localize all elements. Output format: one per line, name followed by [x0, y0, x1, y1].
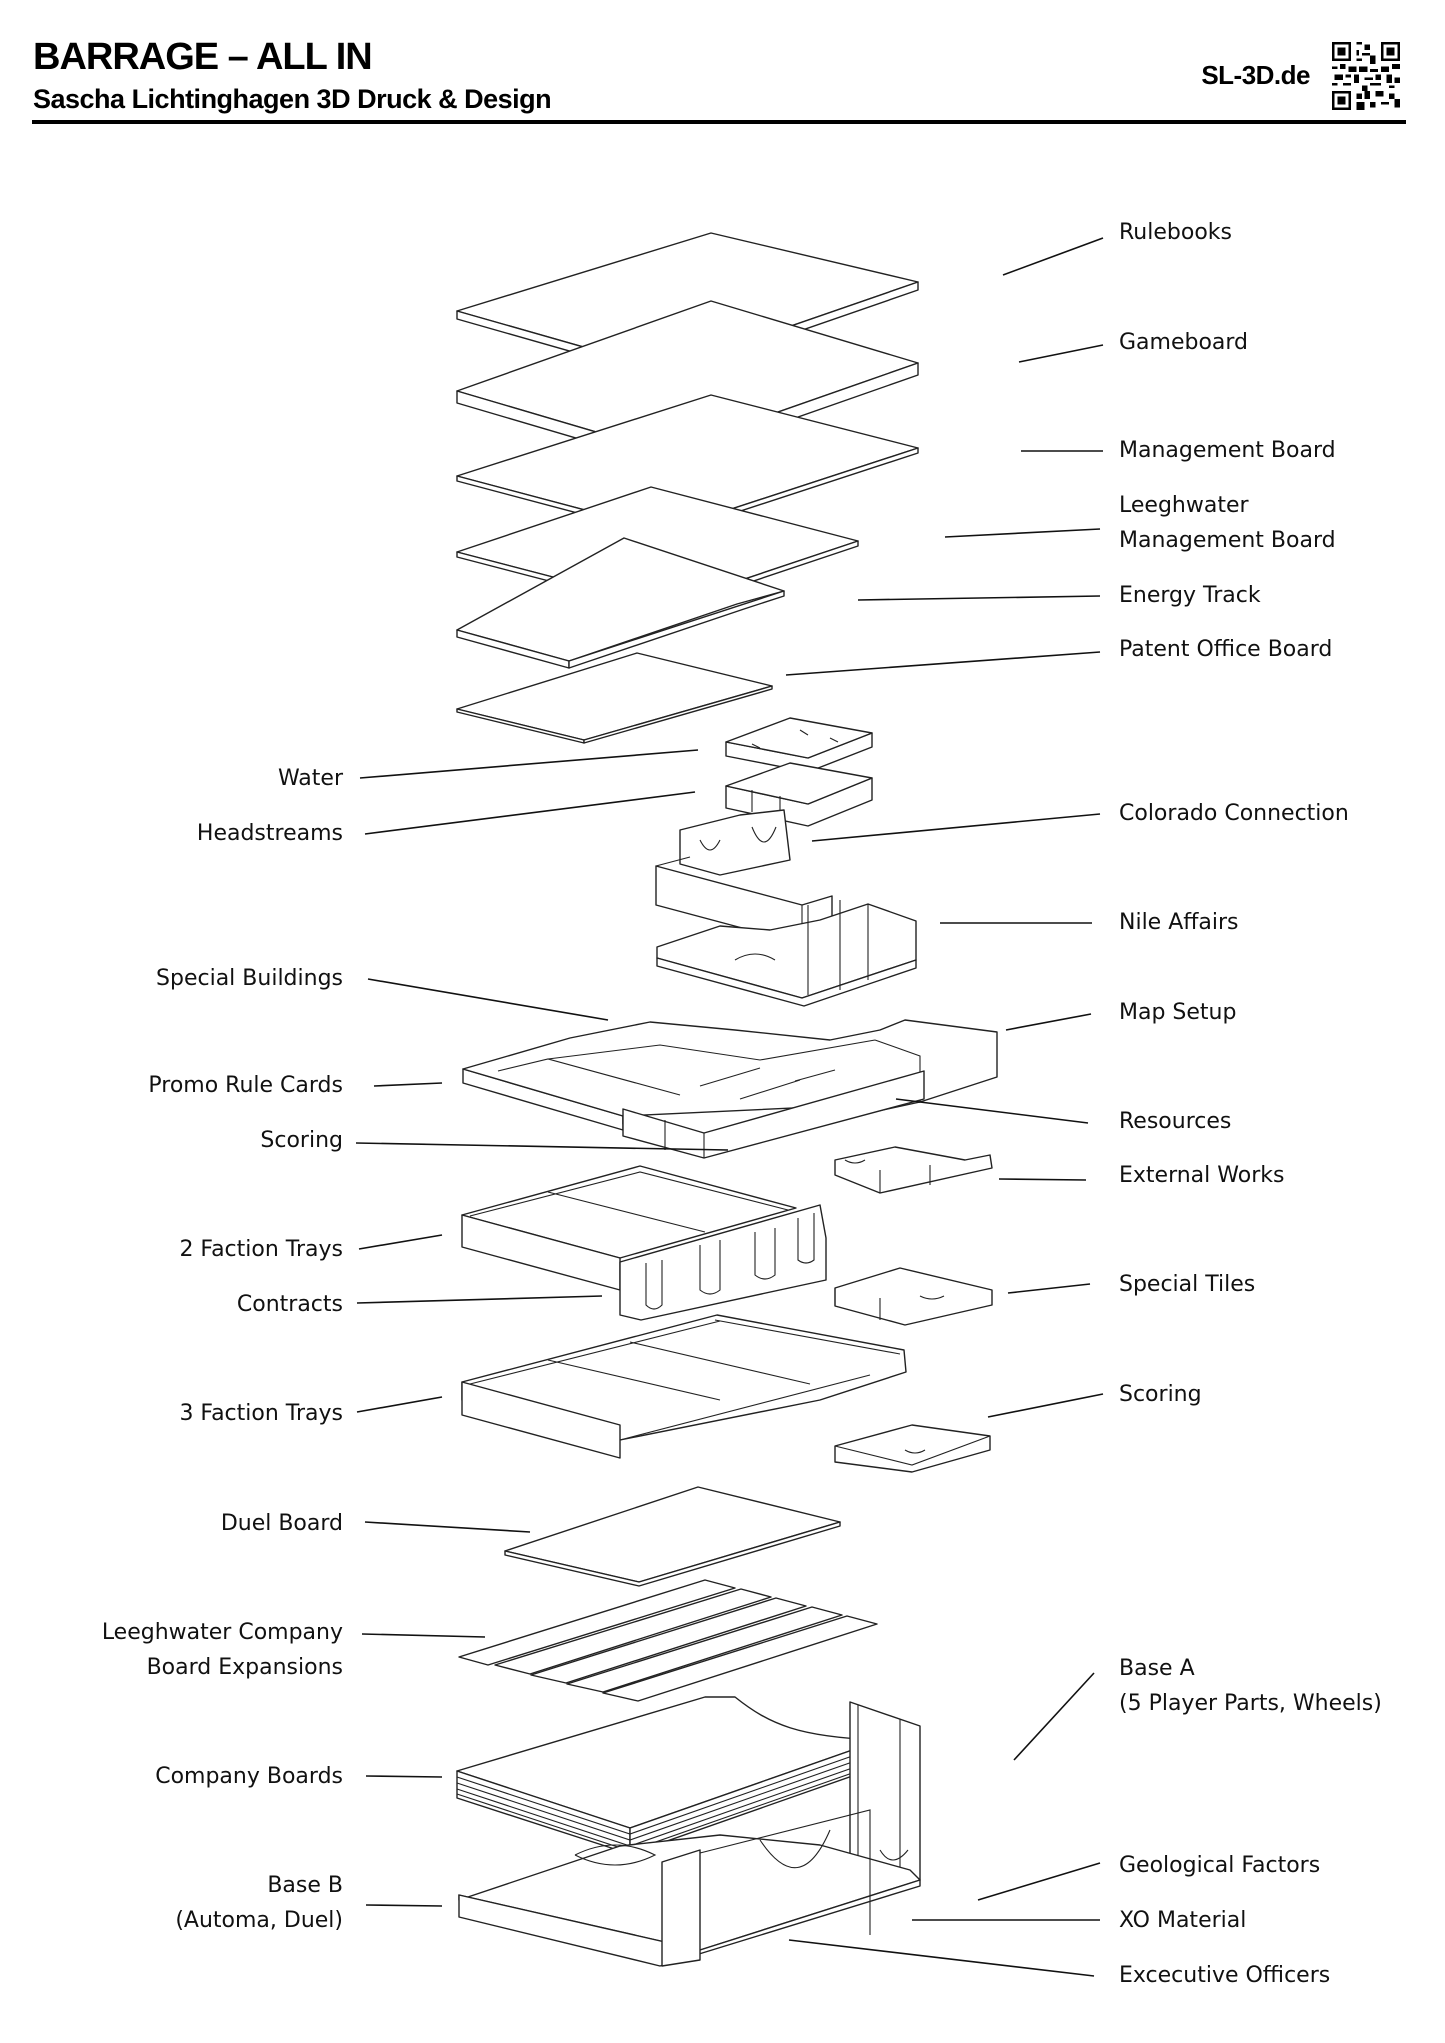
label-executive-officers: Excecutive Officers [1119, 1963, 1331, 1988]
leader-colorado-connection [811, 813, 1101, 842]
part-energy-track [456, 537, 785, 669]
label-map-setup: Map Setup [1119, 1000, 1237, 1025]
leader-external-works [998, 1178, 1087, 1181]
part-company-boards [456, 1696, 879, 1855]
leader-base-a [1013, 1672, 1095, 1761]
label-promo-rule-cards: Promo Rule Cards [148, 1073, 343, 1098]
leader-rulebooks [1002, 237, 1104, 276]
label-management-board: Management Board [1119, 438, 1336, 463]
label-special-buildings: Special Buildings [156, 966, 343, 991]
qr-code-icon [1332, 42, 1400, 110]
leader-lines [355, 237, 1104, 1977]
label-water: Water [277, 766, 343, 791]
leader-base-b [365, 1904, 443, 1907]
part-2-faction-trays [461, 1165, 797, 1291]
website-link[interactable]: SL-3D.de [1201, 60, 1310, 90]
part-contracts [619, 1204, 827, 1321]
leader-scoring-right [987, 1393, 1104, 1418]
header-divider [32, 120, 1406, 124]
leader-executive-officers [788, 1939, 1095, 1977]
leader-leeghwater-management-board [944, 528, 1101, 538]
label-xo-material: XO Material [1119, 1908, 1247, 1933]
document-subtitle: Sascha Lichtinghagen 3D Druck & Design [33, 84, 552, 114]
label-geological-factors: Geological Factors [1119, 1853, 1321, 1878]
label-rulebooks: Rulebooks [1119, 220, 1232, 245]
leader-geological-factors [977, 1862, 1101, 1901]
label-2-faction-trays: 2 Faction Trays [179, 1237, 343, 1262]
label-energy-track: Energy Track [1119, 583, 1261, 608]
label-leeghwater-company-line2: Board Expansions [146, 1655, 343, 1680]
part-external-works [834, 1146, 993, 1194]
leader-3-faction-trays [356, 1396, 443, 1413]
label-colorado-connection: Colorado Connection [1119, 801, 1349, 826]
label-resources: Resources [1119, 1109, 1232, 1134]
label-base-a-line1: Base A [1119, 1656, 1195, 1681]
part-water-tray [725, 717, 873, 773]
leader-special-buildings [367, 978, 609, 1021]
part-patent-office-board [456, 652, 773, 744]
part-special-tiles [834, 1267, 993, 1326]
leader-resources [895, 1098, 1089, 1124]
part-colorado-connection [655, 809, 833, 945]
part-scoring-tray [834, 1424, 991, 1473]
leader-map-setup [1005, 1013, 1092, 1031]
label-base-b-line2: (Automa, Duel) [175, 1908, 343, 1933]
label-contracts: Contracts [236, 1292, 343, 1317]
label-company-boards: Company Boards [155, 1764, 343, 1789]
part-leeghwater-expansions [458, 1579, 878, 1702]
leader-leeghwater-expansions [361, 1633, 486, 1638]
label-3-faction-trays: 3 Faction Trays [179, 1401, 343, 1426]
leader-patent-office-board [785, 651, 1101, 676]
label-base-a-line2: (5 Player Parts, Wheels) [1119, 1691, 1382, 1716]
label-special-tiles: Special Tiles [1119, 1272, 1256, 1297]
document-title: BARRAGE – ALL IN [33, 36, 373, 78]
label-external-works: External Works [1119, 1163, 1285, 1188]
label-duel-board: Duel Board [220, 1511, 343, 1536]
part-3-faction-trays [461, 1314, 907, 1459]
part-nile-affairs [656, 900, 917, 1007]
label-leeghwater-management-board-line2: Management Board [1119, 528, 1336, 553]
leader-duel-board [364, 1521, 531, 1533]
part-duel-board [504, 1486, 841, 1587]
label-base-b-line1: Base B [267, 1873, 343, 1898]
label-patent-office-board: Patent Office Board [1119, 637, 1333, 662]
leader-company-boards [365, 1775, 443, 1778]
label-leeghwater-management-board-line1: Leeghwater [1119, 493, 1249, 518]
leader-promo-rule-cards [373, 1082, 443, 1087]
leader-water [359, 749, 699, 779]
part-base-b [458, 1809, 921, 1967]
leader-gameboard [1018, 344, 1104, 363]
part-base-a [849, 1701, 921, 1881]
leader-2-faction-trays [358, 1234, 443, 1250]
label-leeghwater-company-line1: Leeghwater Company [101, 1620, 343, 1645]
label-nile-affairs: Nile Affairs [1119, 910, 1239, 935]
leader-special-tiles [1007, 1283, 1091, 1294]
label-gameboard: Gameboard [1119, 330, 1249, 355]
label-scoring-left: Scoring [260, 1128, 343, 1153]
leader-scoring-left [355, 1142, 729, 1151]
label-scoring-right: Scoring [1119, 1382, 1202, 1407]
leader-contracts [356, 1295, 603, 1304]
label-headstreams: Headstreams [196, 821, 343, 846]
leader-energy-track [857, 595, 1101, 601]
leader-headstreams [364, 791, 696, 835]
